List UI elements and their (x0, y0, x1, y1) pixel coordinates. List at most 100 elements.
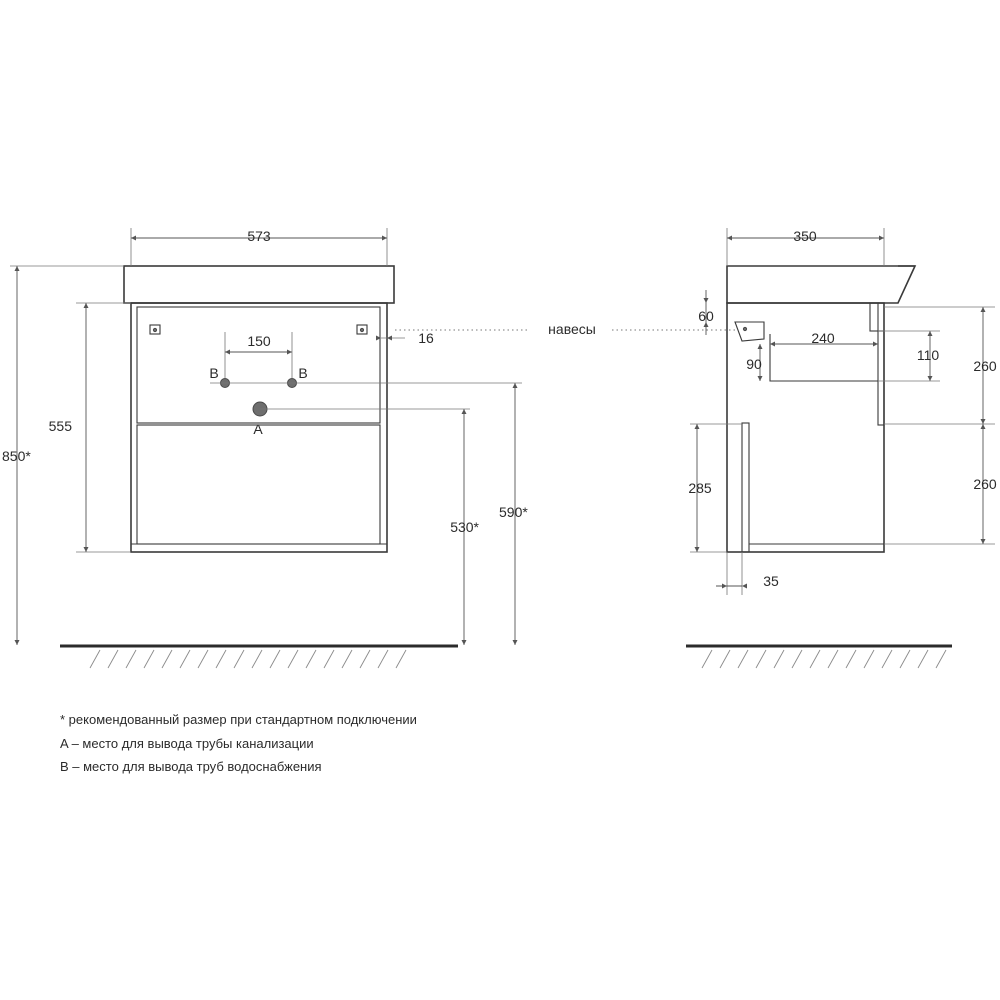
dim-hinge-offset: 16 (418, 330, 434, 346)
floor-front-hatch (377, 649, 389, 669)
dim-front-width-arrow-end (382, 235, 387, 241)
floor-side-hatch (755, 649, 767, 669)
dim-body-height-arrow-start (83, 303, 89, 308)
floor-front-hatch (233, 649, 245, 669)
floor-front-hatch (323, 649, 335, 669)
floor-side-hatch (899, 649, 911, 669)
side-countertop (726, 265, 917, 304)
floor-side-hatch (737, 649, 749, 669)
floor-front-hatch (251, 649, 263, 669)
dim-hinge-height: 60 (698, 308, 714, 324)
floor-front-hatch (143, 649, 155, 669)
floor-front-hatch (89, 649, 101, 669)
floor-front-hatch (107, 649, 119, 669)
dim-lower-height-arrow-start (694, 424, 700, 429)
dim-shelf-top-arrow-end (927, 376, 933, 381)
side-shelf (769, 334, 878, 382)
front-cabinet-body (130, 302, 388, 553)
front-hinge-left-screw (152, 327, 158, 333)
side-cabinet-body (726, 302, 885, 553)
floor-side-hatch (863, 649, 875, 669)
dimension-labels: 573 150 16 555 850* 530* 590* B B A наве… (2, 228, 997, 774)
dim-total-height: 850* (2, 448, 31, 464)
dim-side-depth: 350 (793, 228, 817, 244)
label-pipe-b-left: B (209, 365, 218, 381)
dim-shelf-depth: 240 (811, 330, 835, 346)
floor-front-hatch (395, 649, 407, 669)
dim-lower-section-arrow-end (980, 539, 986, 544)
dim-lower-height-arrow-end (694, 547, 700, 552)
front-upper-panel (136, 306, 381, 424)
front-hinge-left (149, 324, 161, 335)
dim-upper-section: 260 (973, 358, 997, 374)
dim-front-width-arrow-start (131, 235, 136, 241)
floor-side-hatch (701, 649, 713, 669)
dim-body-height: 555 (49, 418, 73, 434)
side-back-rail (877, 330, 885, 426)
dim-upper-section-arrow-end (980, 419, 986, 424)
dim-lower-offset-arrow-a (722, 583, 727, 589)
dim-pipe-spacing: 150 (247, 333, 271, 349)
floor-side-hatch (809, 649, 821, 669)
floor-front-hatch (359, 649, 371, 669)
dim-outlet-a-height: 530* (450, 519, 479, 535)
side-front-panel (741, 422, 750, 553)
drawing-geometry (60, 265, 952, 669)
dim-upper-section-arrow-start (980, 307, 986, 312)
note-outlet-a: A – место для вывода трубы канализации (60, 736, 314, 751)
dim-outlet-a-height-arrow-start (461, 409, 467, 414)
floor-front-hatch (215, 649, 227, 669)
floor-front-hatch (305, 649, 317, 669)
dim-shelf-height-arrow-end (757, 376, 763, 381)
dim-body-height-arrow-end (83, 547, 89, 552)
floor-side-hatch (845, 649, 857, 669)
note-recommended: * рекомендованный размер при стандартном… (60, 712, 417, 727)
dim-outlet-b-height-arrow-start (512, 383, 518, 388)
dim-hinge-offset-arrow-a (376, 335, 381, 341)
floor-front-hatch (269, 649, 281, 669)
dim-hinge-offset-arrow-b (387, 335, 392, 341)
label-pipe-a: A (253, 421, 263, 437)
side-hinge-screw (742, 326, 748, 332)
floor-front-hatch (179, 649, 191, 669)
dim-outlet-a-height-arrow-end (461, 640, 467, 645)
floor-side-hatch (719, 649, 731, 669)
dimension-lines (10, 228, 995, 645)
dim-side-depth-arrow-end (879, 235, 884, 241)
dim-pipe-spacing-arrow-end (287, 349, 292, 355)
front-hinge-right-screw (359, 327, 365, 333)
dim-shelf-height-arrow-start (757, 344, 763, 349)
dim-outlet-b-height: 590* (499, 504, 528, 520)
dim-front-width: 573 (247, 228, 271, 244)
dim-lower-offset-arrow-b (742, 583, 747, 589)
dim-lower-offset: 35 (763, 573, 779, 589)
dim-shelf-height: 90 (746, 356, 762, 372)
dim-total-height-arrow-end (14, 640, 20, 645)
side-back-rail-top (869, 302, 879, 332)
floor-front-hatch (197, 649, 209, 669)
floor-side-hatch (827, 649, 839, 669)
label-pipe-b-right: B (298, 365, 307, 381)
floor-side-hatch (917, 649, 929, 669)
floor-front-hatch (161, 649, 173, 669)
callout-hinges: навесы (548, 321, 596, 337)
dim-lower-height: 285 (688, 480, 712, 496)
front-lower-panel (136, 424, 381, 545)
front-hinge-right (356, 324, 368, 335)
floor-side-hatch (935, 649, 947, 669)
floor-side-hatch (881, 649, 893, 669)
dim-outlet-b-height-arrow-end (512, 640, 518, 645)
dim-shelf-top-arrow-start (927, 331, 933, 336)
dim-shelf-top: 110 (917, 347, 940, 363)
dim-pipe-spacing-arrow-start (225, 349, 230, 355)
floor-side-hatch (773, 649, 785, 669)
dim-lower-section-arrow-start (980, 424, 986, 429)
note-outlet-b: B – место для вывода труб водоснабжения (60, 759, 322, 774)
floor-front-hatch (125, 649, 137, 669)
dim-side-depth-arrow-start (727, 235, 732, 241)
dim-shelf-depth-arrow-start (770, 341, 775, 347)
dim-shelf-depth-arrow-end (873, 341, 878, 347)
front-countertop (123, 265, 395, 304)
floor-front-hatch (287, 649, 299, 669)
